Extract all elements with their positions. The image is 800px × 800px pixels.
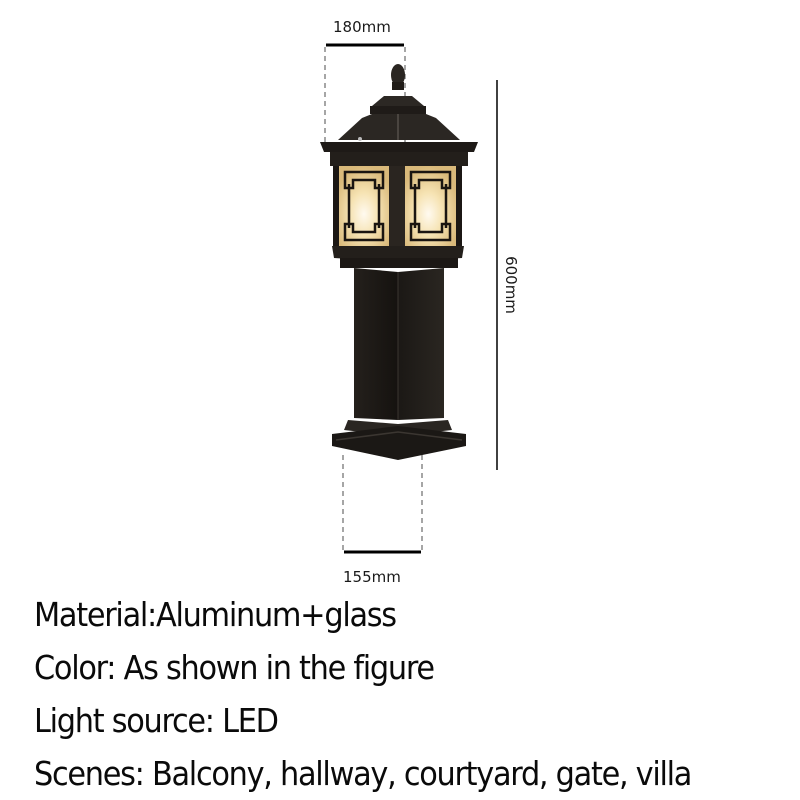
spec-light-source: Light source: LED — [34, 701, 279, 740]
spec-list: Material:Aluminum+glass Color: As shown … — [34, 588, 692, 800]
lamp-icon — [320, 64, 478, 460]
spec-material: Material:Aluminum+glass — [34, 595, 397, 634]
top-width-label: 180mm — [333, 18, 391, 36]
height-label: 600mm — [502, 256, 520, 314]
spec-color: Color: As shown in the figure — [34, 648, 435, 687]
base-width-label: 155mm — [343, 568, 401, 586]
base-dimension — [342, 455, 423, 554]
top-dimension — [324, 43, 406, 142]
spec-scenes: Scenes: Balcony, hallway, courtyard, gat… — [34, 754, 692, 793]
